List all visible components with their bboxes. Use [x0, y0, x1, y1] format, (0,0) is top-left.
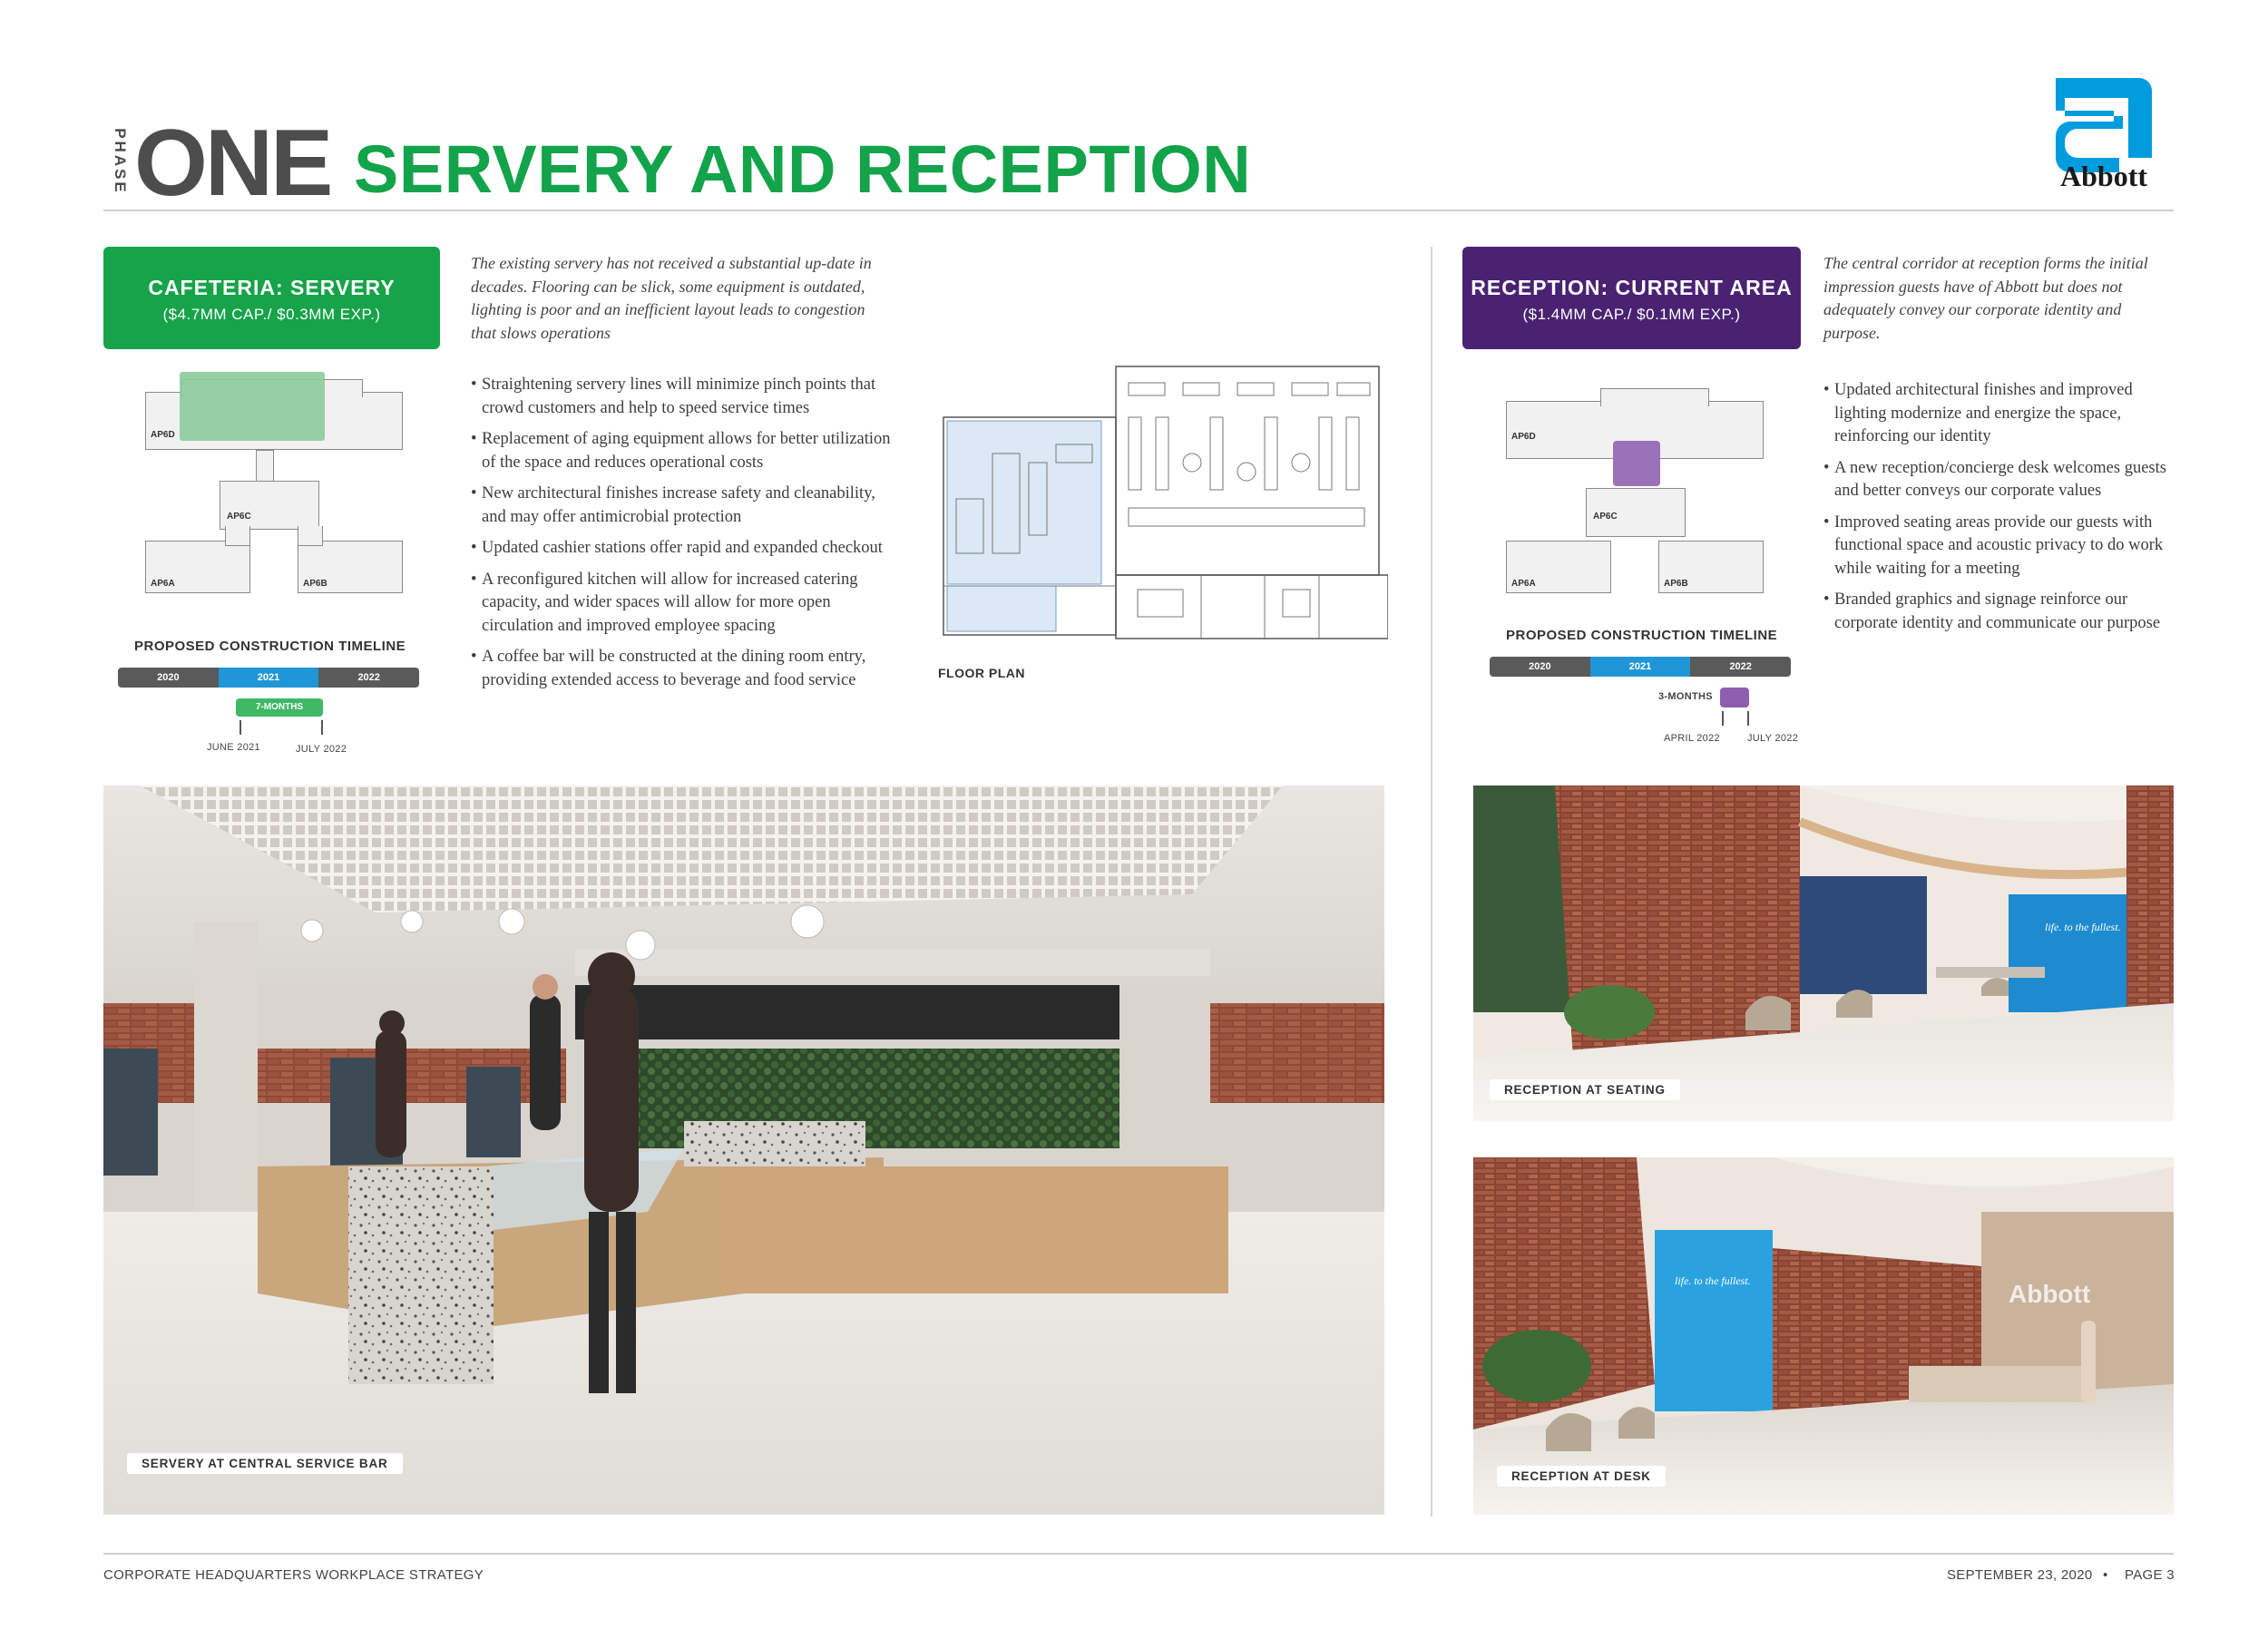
building-ap6d-top: [1600, 388, 1709, 406]
cafeteria-tag-cost: ($4.7MM CAP./ $0.3MM EXP.): [162, 306, 381, 323]
timeline-year: 2020: [1490, 657, 1590, 677]
label-ap6c: AP6C: [227, 512, 251, 522]
list-item: Replacement of aging equipment allows fo…: [471, 428, 897, 474]
phase-label: PHASE: [107, 127, 134, 200]
reception-duration-pill: [1720, 688, 1749, 707]
list-item: Updated architectural finishes and impro…: [1823, 379, 2168, 449]
cafeteria-timeline-bar: 2020 2021 2022: [118, 668, 419, 688]
link-a: [225, 526, 250, 546]
wall-slogan-2: life. to the fullest.: [1675, 1274, 1751, 1287]
cafeteria-end-date: JULY 2022: [296, 744, 347, 755]
header-divider: [103, 210, 2174, 211]
timeline-year: 2022: [1690, 657, 1791, 677]
reception-start-date: APRIL 2022: [1664, 733, 1720, 744]
timeline-tick: [321, 720, 323, 735]
timeline-tick: [240, 720, 241, 735]
building-ap6c: [1586, 488, 1686, 537]
reception-desk-caption: RECEPTION AT DESK: [1497, 1466, 1666, 1487]
cafeteria-timeline-title: PROPOSED CONSTRUCTION TIMELINE: [134, 639, 406, 654]
reception-tag-cost: ($1.4MM CAP./ $0.1MM EXP.): [1522, 306, 1741, 323]
list-item: A reconfigured kitchen will allow for in…: [471, 569, 897, 639]
footer-page-number: PAGE 3: [2125, 1567, 2175, 1583]
building-ap6a: [145, 541, 250, 593]
reception-highlight: [1613, 441, 1660, 486]
list-item: Improved seating areas provide our guest…: [1823, 512, 2168, 581]
reception-intro: The central corridor at reception forms …: [1823, 254, 2148, 342]
list-item: Straightening servery lines will minimiz…: [471, 374, 897, 420]
floor-plan-drawing: [938, 354, 1388, 646]
list-item: A coffee bar will be constructed at the …: [471, 646, 897, 692]
label-ap6b: AP6B: [1664, 579, 1688, 589]
reception-seating-scene: life. to the fullest.: [1473, 785, 2174, 1121]
timeline-tick: [1722, 711, 1724, 726]
list-item: Branded graphics and signage reinforce o…: [1823, 589, 2168, 635]
section-divider: [1431, 247, 1432, 1517]
cafeteria-tag: CAFETERIA: SERVERY ($4.7MM CAP./ $0.3MM …: [103, 247, 440, 349]
footer-doc-title: CORPORATE HEADQUARTERS WORKPLACE STRATEG…: [103, 1567, 484, 1583]
reception-key-plan: AP6D AP6C AP6A AP6B: [1506, 381, 1769, 608]
label-ap6d: AP6D: [151, 430, 175, 440]
reception-end-date: JULY 2022: [1747, 733, 1799, 744]
servery-scene: [103, 785, 1384, 1515]
reception-duration-label: 3-MONTHS: [1658, 691, 1713, 702]
reception-timeline-bar: 2020 2021 2022: [1490, 657, 1791, 677]
building-ap6c: [220, 481, 319, 530]
cafeteria-intro: The existing servery has not received a …: [471, 254, 872, 342]
timeline-year: 2021: [1589, 657, 1691, 677]
page-title: SERVERY AND RECEPTION: [354, 132, 1252, 207]
brand-wordmark: Abbott: [2059, 160, 2147, 192]
cafeteria-start-date: JUNE 2021: [207, 742, 260, 753]
footer-separator: •: [2103, 1567, 2108, 1583]
label-ap6a: AP6A: [151, 579, 175, 589]
reception-bullets: Updated architectural finishes and impro…: [1823, 379, 2168, 643]
servery-photo-caption: SERVERY AT CENTRAL SERVICE BAR: [127, 1453, 403, 1474]
label-ap6b: AP6B: [303, 579, 327, 589]
cafeteria-duration-pill: 7-MONTHS: [236, 698, 323, 717]
list-item: New architectural finishes increase safe…: [471, 483, 897, 529]
reception-desk-scene: life. to the fullest. Abbott: [1473, 1157, 2174, 1515]
building-ap6b: [1658, 541, 1764, 593]
timeline-tick: [1747, 711, 1749, 726]
cafeteria-tag-title: CAFETERIA: SERVERY: [148, 276, 396, 299]
footer-date: SEPTEMBER 23, 2020: [1947, 1567, 2093, 1583]
reception-seating-rendering: life. to the fullest. RECEPTION AT SEATI…: [1473, 785, 2174, 1121]
timeline-year: 2021: [218, 668, 319, 688]
servery-rendering: SERVERY AT CENTRAL SERVICE BAR: [103, 785, 1384, 1515]
list-item: A new reception/concierge desk welcomes …: [1823, 457, 2168, 503]
footer-divider: [103, 1553, 2174, 1555]
timeline-year: 2022: [318, 668, 419, 688]
label-ap6c: AP6C: [1593, 512, 1618, 522]
list-item: Updated cashier stations offer rapid and…: [471, 537, 897, 561]
label-ap6d: AP6D: [1511, 432, 1536, 442]
abbott-logo-icon: [2056, 78, 2152, 172]
reception-desk-rendering: life. to the fullest. Abbott RECEPTION A…: [1473, 1157, 2174, 1515]
cafeteria-key-plan: AP6D AP6C AP6A AP6B: [145, 372, 408, 599]
reception-timeline-title: PROPOSED CONSTRUCTION TIMELINE: [1506, 628, 1778, 643]
timeline-year: 2020: [118, 668, 219, 688]
phase-label-text: PHASE: [112, 128, 129, 195]
reception-tag: RECEPTION: CURRENT AREA ($1.4MM CAP./ $0…: [1462, 247, 1801, 349]
reception-tag-title: RECEPTION: CURRENT AREA: [1471, 276, 1793, 299]
servery-highlight: [180, 372, 325, 441]
building-ap6a: [1506, 541, 1611, 593]
building-ap6b: [298, 541, 403, 593]
wall-slogan: life. to the fullest.: [2045, 921, 2121, 933]
desk-sign: Abbott: [2009, 1280, 2090, 1308]
label-ap6a: AP6A: [1511, 579, 1536, 589]
reception-seating-caption: RECEPTION AT SEATING: [1490, 1079, 1680, 1100]
phase-number: ONE: [134, 111, 333, 216]
floor-plan-label: FLOOR PLAN: [938, 666, 1025, 680]
link-b: [298, 526, 323, 546]
cafeteria-bullets: Straightening servery lines will minimiz…: [471, 374, 897, 700]
